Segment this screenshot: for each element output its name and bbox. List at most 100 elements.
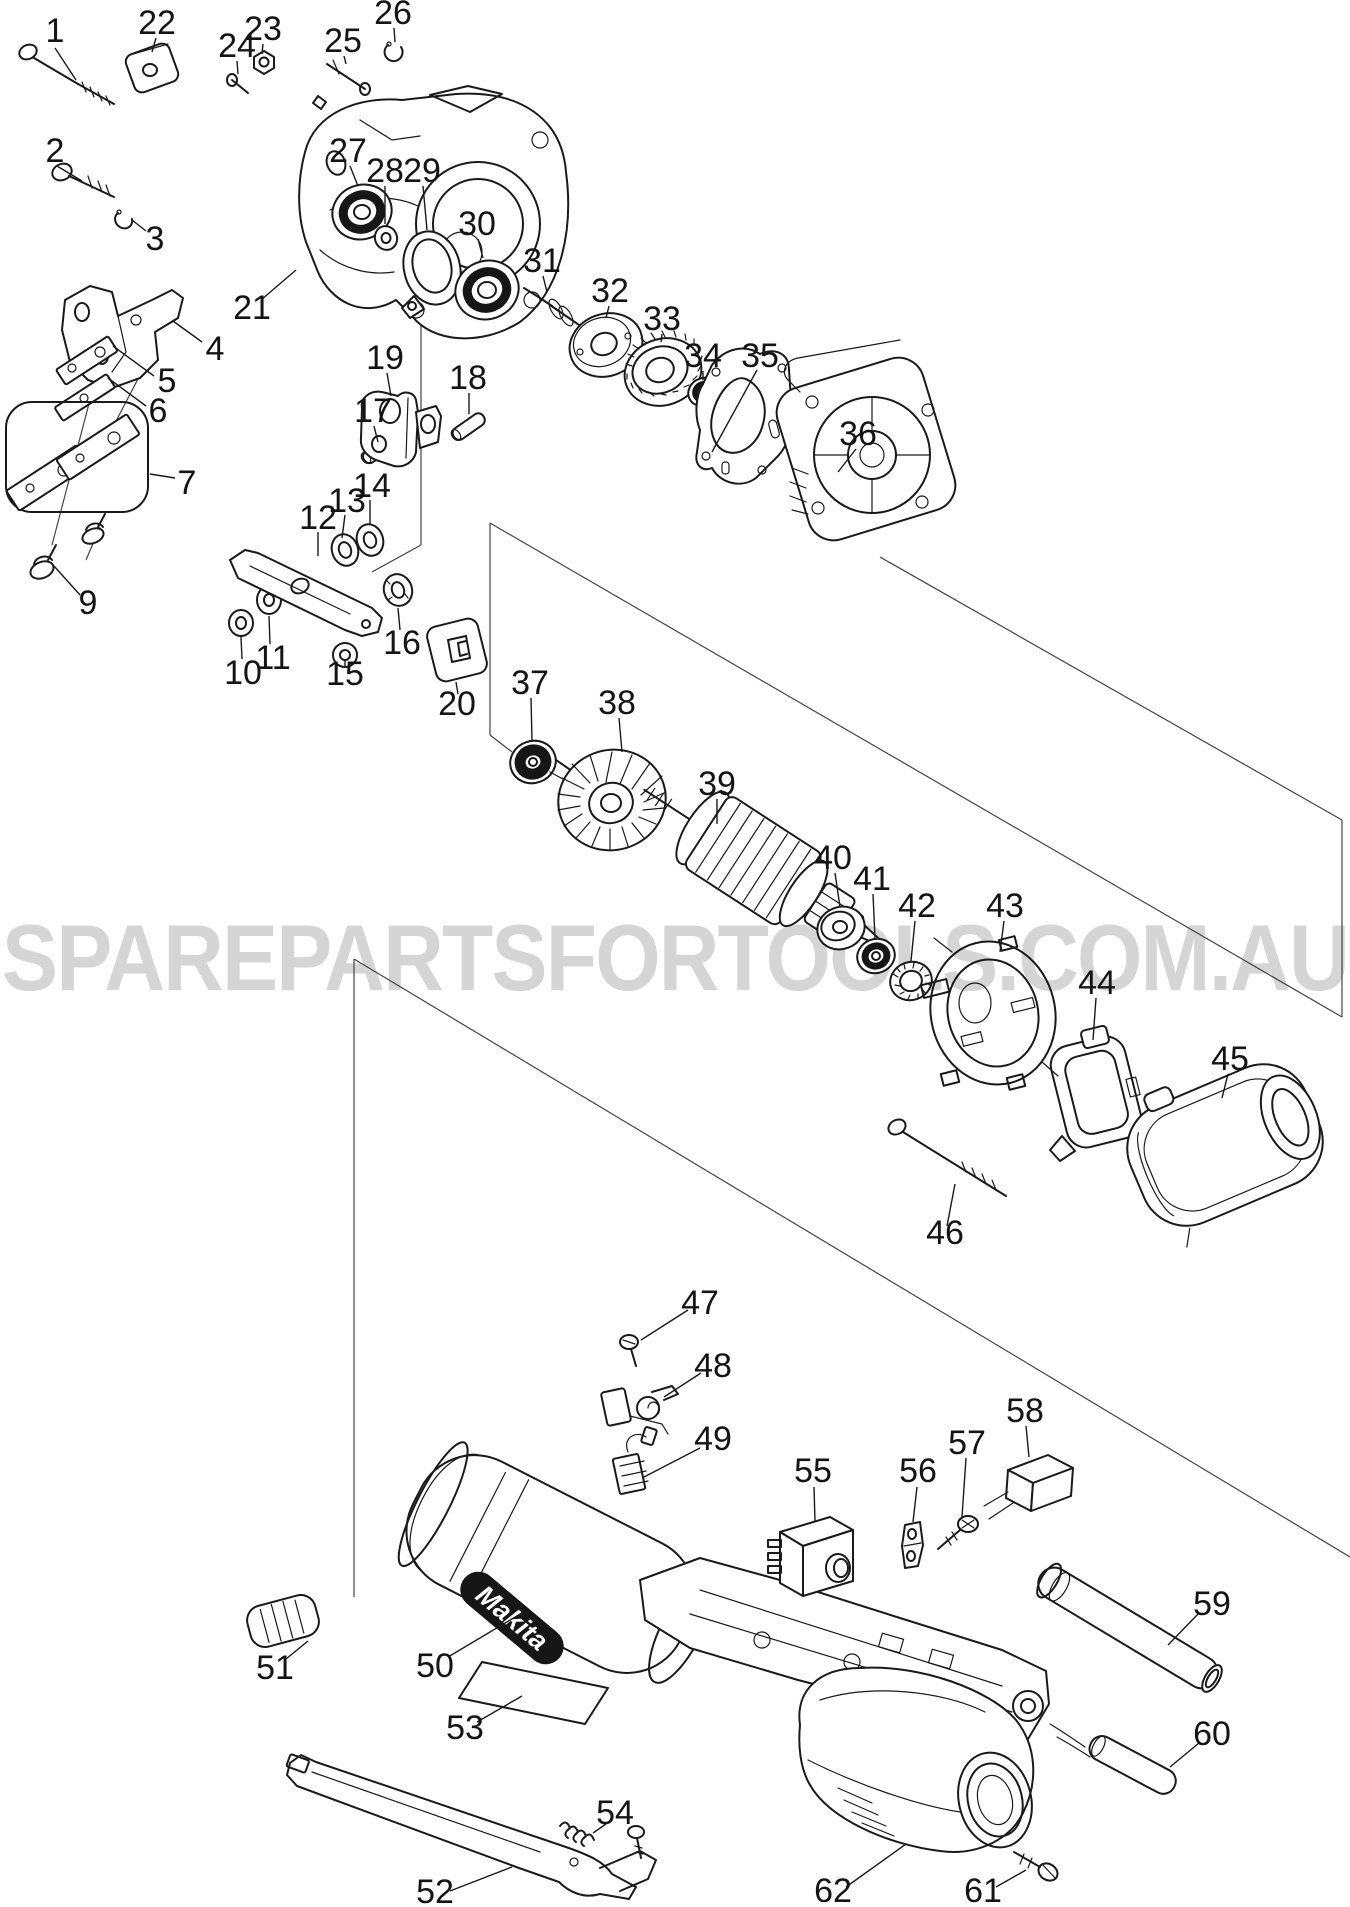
part-3-drawing [114, 209, 134, 230]
part-2-leader [56, 165, 83, 182]
part-23-drawing [253, 50, 275, 75]
part-9-leader [53, 565, 81, 596]
part-52-label: 52 [416, 1873, 454, 1907]
part-10-drawing [228, 609, 254, 637]
part-6-label: 6 [149, 392, 168, 430]
part-58-label: 58 [1006, 1392, 1044, 1430]
part-11-label: 11 [255, 639, 290, 677]
part-45-leader [1221, 1073, 1229, 1099]
watermark-text: SPAREPARTSFORTOOLS.COM.AU [2, 905, 1348, 1010]
part-43-label: 43 [986, 887, 1024, 925]
part-49-drawing [611, 1426, 658, 1495]
part-20-label: 20 [438, 685, 476, 723]
part-31-label: 31 [523, 242, 561, 280]
part-33-drawing [623, 330, 703, 407]
part-13-drawing [330, 533, 360, 567]
part-7-leader [149, 473, 176, 479]
part-40-leader [834, 872, 841, 908]
part-47-drawing [619, 1334, 639, 1367]
part-59-label: 59 [1193, 1585, 1231, 1623]
part-38-label: 38 [598, 684, 636, 722]
part-40-drawing [816, 905, 866, 951]
part-17-leader [373, 425, 379, 443]
part-62-label: 62 [814, 1872, 852, 1907]
part-59-drawing [1036, 1562, 1223, 1693]
part-50-leader [447, 1612, 523, 1658]
part-1-drawing [18, 43, 115, 106]
part-36-drawing [775, 339, 957, 542]
part-61-drawing [1013, 1851, 1059, 1882]
part-29-leader [422, 185, 428, 231]
part-7-label: 7 [178, 464, 197, 502]
part-2-drawing [51, 162, 115, 198]
part-61-leader [995, 1869, 1027, 1888]
part-54-leader [592, 1823, 607, 1834]
part-39-label: 39 [698, 765, 736, 803]
part-53-leader [476, 1695, 523, 1723]
part-31-leader [542, 275, 548, 293]
part-13-label: 13 [328, 482, 366, 520]
part-30-label: 30 [458, 205, 496, 243]
part-7-drawing [5, 401, 149, 513]
part-60-label: 60 [1193, 1715, 1231, 1753]
part-52-drawing [285, 1753, 657, 1900]
part-19-label: 19 [366, 339, 404, 377]
part-44-label: 44 [1078, 964, 1116, 1002]
part-19-leader [386, 372, 392, 397]
part-23-leader [261, 43, 264, 55]
part-48-label: 48 [694, 1347, 732, 1385]
part-38-drawing [555, 748, 667, 852]
part-37-label: 37 [511, 664, 549, 702]
part-21-label: 21 [233, 289, 271, 327]
part-42-label: 42 [898, 887, 936, 925]
part-27-drawing [331, 183, 393, 241]
part-51-label: 51 [256, 1649, 294, 1687]
part-26-drawing [383, 41, 404, 63]
part-58-drawing [983, 1454, 1074, 1520]
part-57-drawing [937, 1515, 979, 1550]
part-49-label: 49 [694, 1420, 732, 1458]
part-51-leader [285, 1640, 309, 1660]
part-45-drawing [1126, 1063, 1324, 1248]
part-3-label: 3 [146, 220, 165, 258]
part-24-drawing [226, 73, 249, 94]
part-51-drawing [246, 1594, 320, 1648]
part-34-label: 34 [684, 337, 722, 375]
part-30-drawing [454, 259, 520, 321]
part-54-label: 54 [596, 1794, 634, 1832]
part-16-label: 16 [383, 624, 421, 662]
part-1-leader [54, 47, 77, 81]
part-46-drawing [887, 1118, 1007, 1197]
part-25-label: 25 [324, 22, 362, 60]
part-22-leader [151, 37, 157, 53]
part-5-drawing [55, 335, 118, 386]
part-62-drawing [798, 1666, 1035, 1853]
part-53-drawing [458, 1661, 609, 1725]
leader-lines [53, 27, 1229, 1892]
part-35-leader [711, 369, 758, 453]
part-40-label: 40 [814, 839, 852, 877]
part-5-leader [112, 345, 155, 377]
part-13-leader [341, 514, 346, 539]
part-32-drawing [568, 312, 644, 378]
part-18-drawing [450, 412, 486, 442]
part-38-leader [618, 717, 623, 753]
part-56-drawing [901, 1521, 924, 1569]
part-1-label: 1 [46, 12, 65, 50]
part-55-drawing [767, 1516, 854, 1597]
part-43-leader [999, 920, 1005, 953]
part-33-label: 33 [643, 300, 681, 338]
part-56-leader [912, 1486, 918, 1523]
part-32-leader [605, 305, 610, 319]
part-35-label: 35 [741, 337, 779, 375]
part-19-drawing [359, 390, 442, 468]
part-10-label: 10 [224, 654, 262, 692]
part-44-leader [1092, 997, 1097, 1041]
part-11-leader [268, 615, 271, 645]
part-12-drawing [229, 549, 383, 637]
part-48-drawing [600, 1385, 679, 1435]
part-28-label: 28 [366, 152, 404, 190]
